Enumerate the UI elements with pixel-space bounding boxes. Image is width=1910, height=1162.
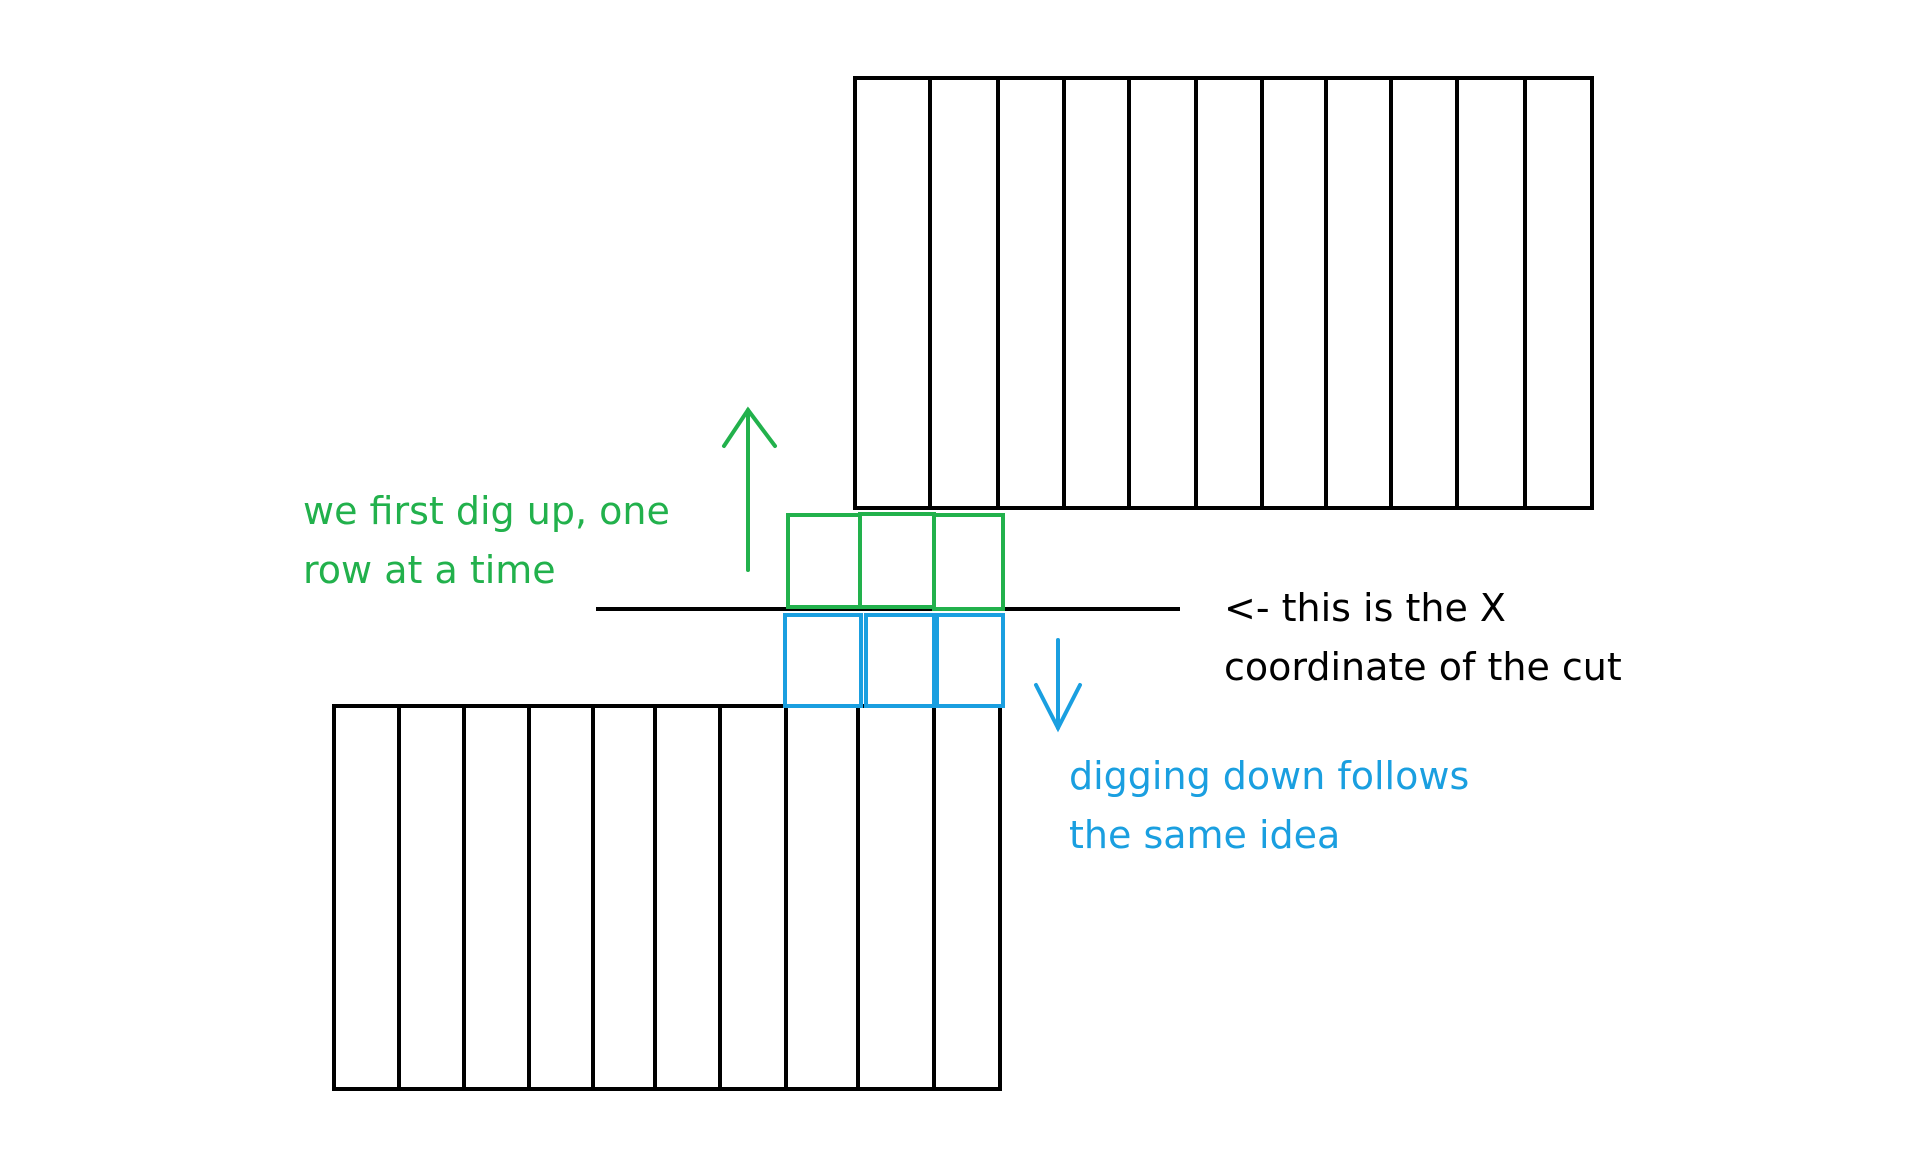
green-cell <box>786 513 862 609</box>
green-cell <box>858 512 936 609</box>
blue-annotation-line-1: digging down follows <box>1069 754 1469 798</box>
upper-block-outline <box>853 76 1594 510</box>
cut-annotation-line-1: <- this is the X <box>1224 586 1506 630</box>
green-annotation-line-2: row at a time <box>303 548 556 592</box>
green-cells <box>786 512 1005 611</box>
green-cell <box>932 513 1005 611</box>
lower-block <box>332 704 1002 1091</box>
up-arrow-icon <box>722 406 777 572</box>
cut-annotation-line-2: coordinate of the cut <box>1224 645 1622 689</box>
upper-block <box>853 76 1594 510</box>
down-arrow-icon <box>1034 638 1082 733</box>
lower-block-outline <box>332 704 1002 1091</box>
blue-cells <box>783 613 1005 708</box>
blue-cell <box>864 613 936 708</box>
green-annotation-line-1: we first dig up, one <box>303 489 670 533</box>
blue-annotation-line-2: the same idea <box>1069 813 1340 857</box>
blue-cell <box>783 613 863 708</box>
blue-cell <box>935 613 1005 708</box>
